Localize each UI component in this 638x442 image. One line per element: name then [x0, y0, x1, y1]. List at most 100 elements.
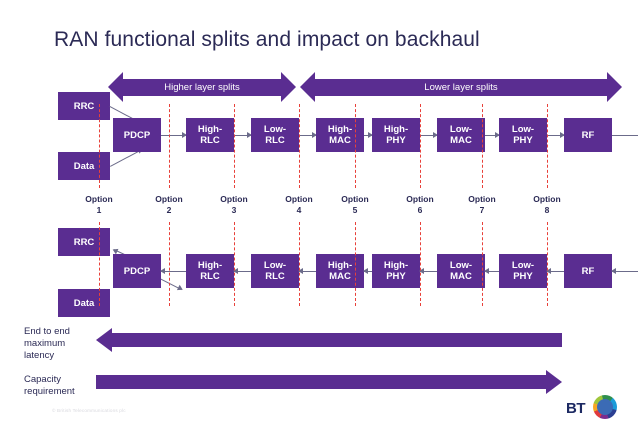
arrow-shaft	[122, 79, 282, 96]
box-label-line2: RLC	[265, 135, 285, 146]
option-dash-upper-1	[99, 104, 100, 188]
option-number: 7	[479, 204, 485, 215]
box-label-line1: High-	[383, 124, 409, 135]
uplink-connector-2	[233, 268, 251, 274]
downlink-source-data: Data	[58, 152, 110, 180]
option-dash-lower-8	[547, 222, 548, 306]
arrow-head-right	[546, 370, 562, 394]
arrow-head-right	[281, 72, 296, 102]
bt-globe-icon	[593, 395, 617, 419]
uplink-source-rrc: RRC	[58, 228, 110, 256]
option-word: Option	[220, 194, 248, 204]
option-dash-upper-7	[482, 104, 483, 188]
downlink-stage-7: Low-PHY	[499, 118, 547, 152]
downlink-stage-4: High-MAC	[316, 118, 364, 152]
option-word: Option	[341, 194, 369, 204]
downlink-connector-6	[485, 132, 500, 138]
metric-label-line1: End to end	[24, 326, 70, 337]
metric-label-line1: Capacity	[24, 374, 61, 385]
downlink-antenna-connector	[612, 135, 638, 136]
downlink-source-rrc: RRC	[58, 92, 110, 120]
downlink-connector-2	[234, 132, 252, 138]
downlink-stage-1: PDCP	[113, 118, 161, 152]
copyright-notice: © British Telecommunications plc	[52, 408, 126, 413]
bt-wordmark: BT	[566, 400, 586, 417]
metric-bar-capacity	[96, 370, 562, 394]
box-label-line1: High-	[327, 124, 353, 135]
box-label-line1: RF	[581, 129, 595, 141]
metric-label-line3: latency	[24, 350, 55, 361]
box-label-line1: Low-	[263, 124, 287, 135]
option-dash-lower-3	[234, 222, 235, 306]
box-label: Data	[73, 160, 95, 172]
uplink-stage-6: Low-MAC	[437, 254, 485, 288]
option-number: 3	[231, 204, 237, 215]
uplink-stage-7: Low-PHY	[499, 254, 547, 288]
option-word: Option	[285, 194, 313, 204]
downlink-connector-4	[364, 132, 373, 138]
box-label-line2: PHY	[386, 135, 406, 146]
box-label: RRC	[73, 100, 95, 112]
banner-label: Higher layer splits	[164, 82, 240, 93]
box-label-line2: PHY	[513, 271, 533, 282]
metric-label-capacity: Capacity requirement	[24, 374, 75, 398]
arrow-head-left	[108, 72, 123, 102]
box-label-line2: MAC	[450, 135, 472, 146]
downlink-stage-8: RF	[564, 118, 612, 152]
option-dash-upper-2	[169, 104, 170, 188]
uplink-connector-6	[484, 268, 499, 274]
downlink-connector-7	[547, 132, 565, 138]
box-label-line1: Low-	[263, 260, 287, 271]
option-dash-upper-4	[299, 104, 300, 188]
uplink-connector-5	[419, 268, 437, 274]
banner-lower-layer-splits: Lower layer splits	[300, 72, 622, 103]
metric-label-line2: requirement	[24, 386, 75, 397]
banner-label: Lower layer splits	[424, 82, 498, 93]
box-label-line1: High-	[197, 260, 223, 271]
box-label-line1: High-	[327, 260, 353, 271]
uplink-source-data: Data	[58, 289, 110, 317]
option-word: Option	[406, 194, 434, 204]
option-dash-lower-4	[299, 222, 300, 306]
uplink-connector-3	[298, 268, 316, 274]
downlink-stage-3: Low-RLC	[251, 118, 299, 152]
box-label-line1: High-	[383, 260, 409, 271]
metric-label-latency: End to end maximum latency	[24, 326, 70, 362]
option-word: Option	[533, 194, 561, 204]
uplink-connector-4	[363, 268, 372, 274]
option-dash-upper-8	[547, 104, 548, 188]
uplink-stage-8: RF	[564, 254, 612, 288]
metric-label-line2: maximum	[24, 338, 66, 349]
arrow-head-left	[300, 72, 315, 102]
bt-logo: BT	[566, 392, 622, 422]
uplink-stage-4: High-MAC	[316, 254, 364, 288]
option-dash-lower-6	[420, 222, 421, 306]
option-word: Option	[155, 194, 183, 204]
arrow-head-right	[607, 72, 622, 102]
option-number: 6	[417, 204, 423, 215]
downlink-connector-3	[299, 132, 317, 138]
option-number: 1	[96, 204, 102, 215]
downlink-stage-2: High-RLC	[186, 118, 234, 152]
uplink-connector-1	[160, 268, 186, 274]
uplink-stage-1: PDCP	[113, 254, 161, 288]
box-label-line2: PHY	[386, 271, 406, 282]
option-number: 4	[296, 204, 302, 215]
box-label-line2: RLC	[200, 271, 220, 282]
uplink-connector-7	[546, 268, 564, 274]
box-label-line1: Low-	[511, 260, 535, 271]
box-label-line1: Low-	[449, 260, 473, 271]
option-number: 2	[166, 204, 172, 215]
downlink-stage-5: High-PHY	[372, 118, 420, 152]
arrow-shaft	[96, 375, 546, 389]
uplink-stage-3: Low-RLC	[251, 254, 299, 288]
option-dash-upper-3	[234, 104, 235, 188]
box-label-line2: RLC	[200, 135, 220, 146]
box-label-line2: RLC	[265, 271, 285, 282]
